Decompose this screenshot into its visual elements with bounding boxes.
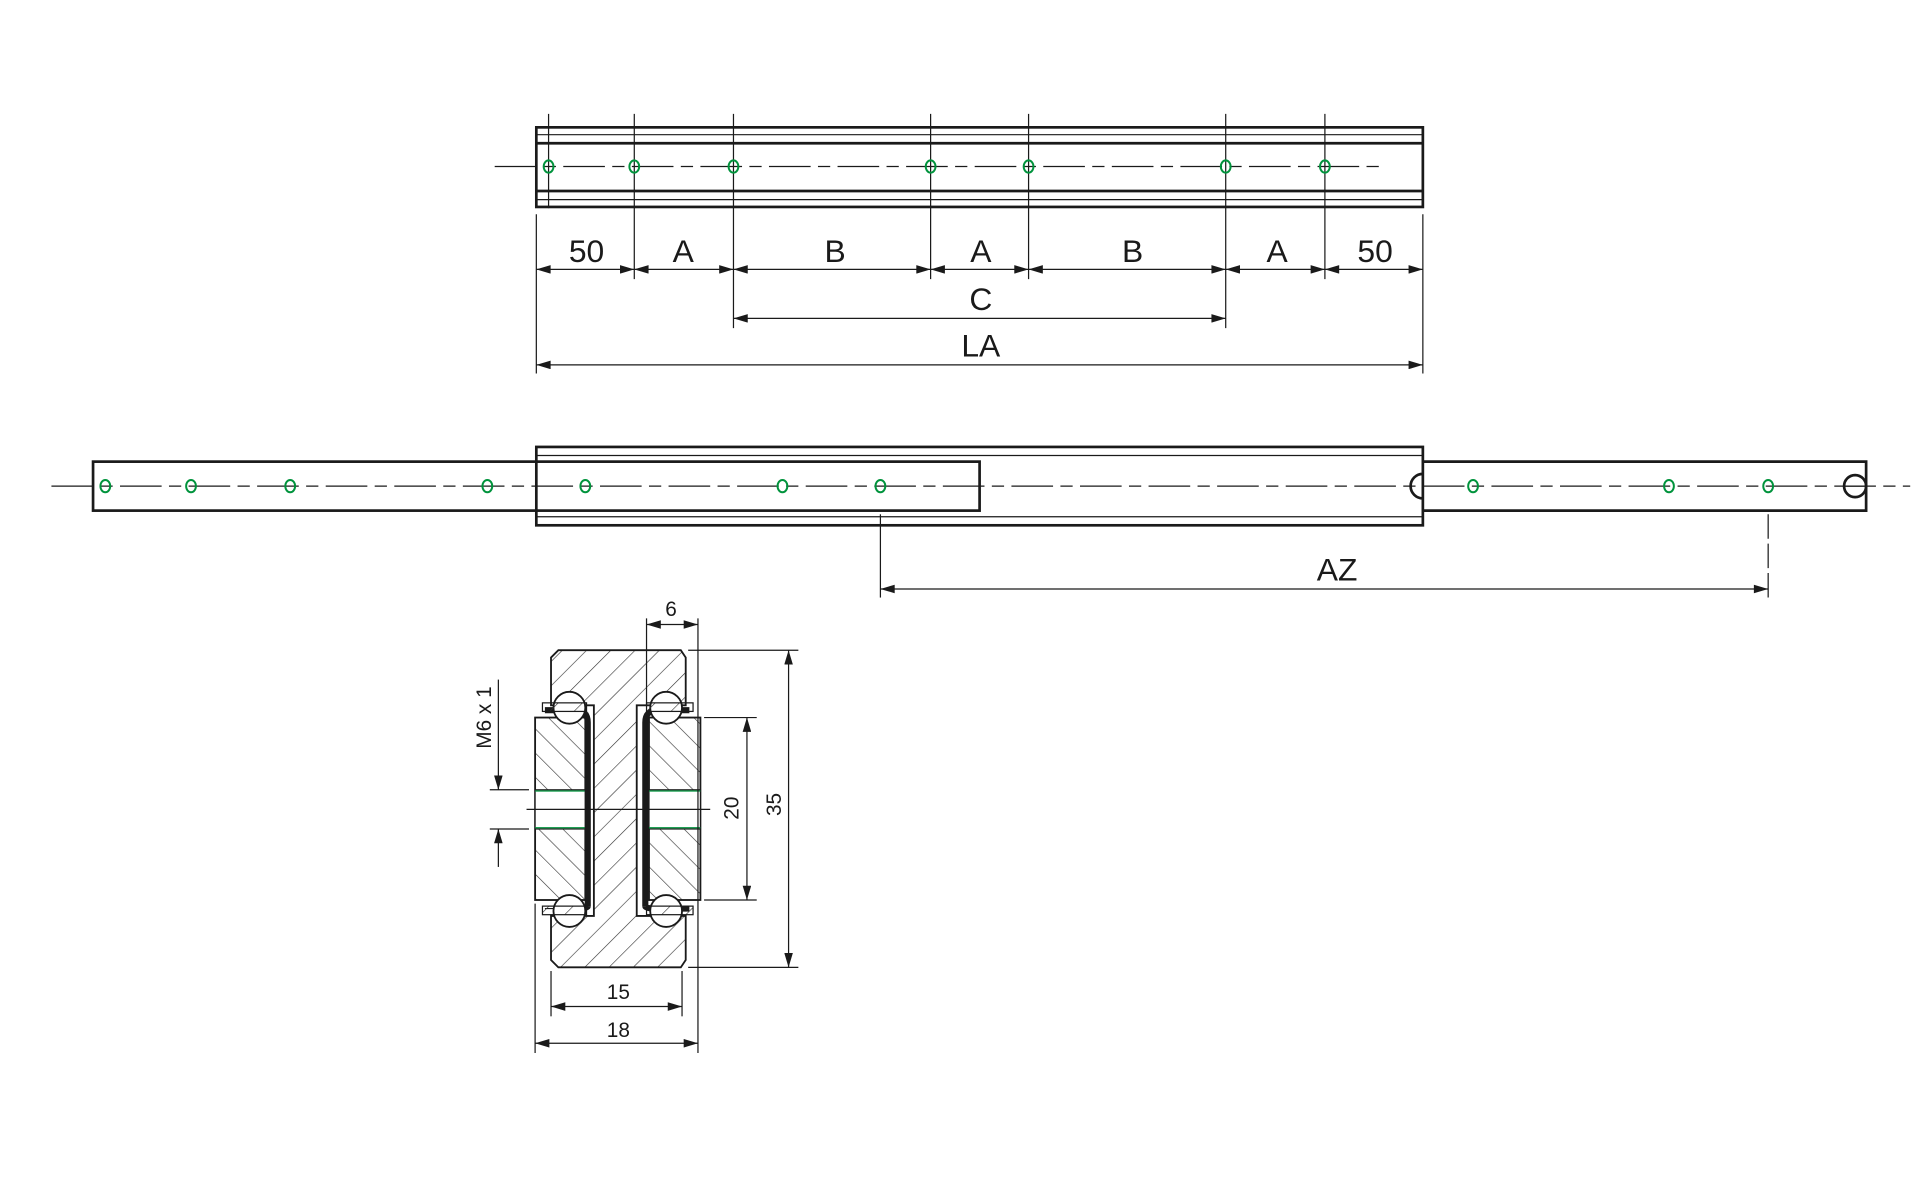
- hole-icon: [874, 479, 887, 494]
- dim-label: 50: [1357, 233, 1392, 269]
- hole-icon: [727, 159, 740, 174]
- hole-icon: [579, 479, 592, 494]
- dim-label: A: [970, 233, 992, 269]
- hole-icon: [284, 479, 297, 494]
- dim-label: A: [1267, 233, 1289, 269]
- dim-label: B: [1122, 233, 1143, 269]
- hole-icon: [1467, 479, 1479, 494]
- hole-icon: [481, 479, 494, 494]
- hole-icon: [99, 479, 112, 494]
- hole-icon: [542, 159, 555, 174]
- hole-icon: [1762, 479, 1775, 494]
- dim-label-15: 15: [607, 981, 630, 1004]
- extension-lines: [535, 113, 1424, 374]
- hole-icon: [628, 159, 641, 174]
- dim-label-az: AZ: [1317, 551, 1358, 587]
- hole-icon: [1663, 479, 1675, 494]
- mounting-holes: [542, 159, 1331, 174]
- hole-icon: [1319, 159, 1331, 174]
- top-view-rail: 50 A B A B A 50 C LA: [494, 113, 1425, 374]
- hole-icon: [185, 479, 197, 494]
- dim-label-35: 35: [763, 793, 786, 816]
- dim-label-18: 18: [607, 1019, 630, 1042]
- mounting-holes: [99, 479, 1775, 494]
- dim-label: A: [673, 233, 695, 269]
- dim-label: B: [824, 233, 845, 269]
- dim-label: 50: [569, 233, 604, 269]
- dim-label-c: C: [969, 281, 992, 317]
- dim-label-20: 20: [720, 797, 743, 820]
- cross-section: 6 35 20 15 18 M6 x 1: [473, 598, 799, 1054]
- hole-icon: [1219, 159, 1232, 174]
- hole-icon: [1022, 159, 1035, 174]
- extended-view: AZ: [51, 445, 1911, 598]
- thread-label: M6 x 1: [473, 686, 496, 748]
- dim-label-la: LA: [961, 327, 1001, 363]
- dim-label-6: 6: [665, 598, 677, 621]
- hole-icon: [924, 159, 937, 174]
- pitch-dimension-lines: [536, 265, 1423, 370]
- hole-icon: [776, 479, 789, 494]
